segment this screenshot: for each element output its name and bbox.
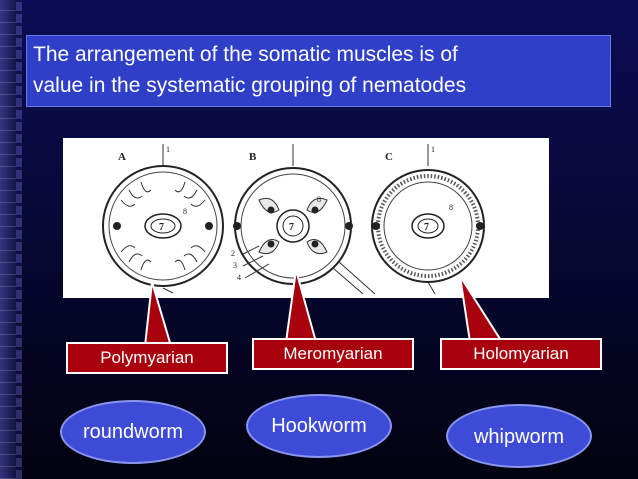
title-line-2: value in the systematic grouping of nema… xyxy=(33,74,467,97)
num-7-b: 7 xyxy=(289,222,294,233)
whipworm-text: whipworm xyxy=(473,426,565,448)
hookworm-text: Hookworm xyxy=(271,415,367,437)
left-decor-strip xyxy=(0,0,16,479)
left-decor-strip-inner xyxy=(16,0,22,479)
roundworm-text: roundworm xyxy=(82,421,184,443)
num-8-c: 8 xyxy=(449,203,453,212)
num-4-b: 4 xyxy=(237,273,241,282)
nematode-cross-section-figure: A 1 7 8 B xyxy=(63,138,549,298)
cross-section-drawing: A 1 7 8 B xyxy=(102,144,485,295)
holomyarian-pointer xyxy=(459,275,504,343)
hookworm-ellipse: Hookworm xyxy=(246,394,392,458)
section-c: C 1 7 8 xyxy=(371,144,485,295)
num-8-b: 8 xyxy=(317,195,321,204)
title-line-1: The arrangement of the somatic muscles i… xyxy=(33,43,458,66)
panel-a-letter: A xyxy=(118,151,126,163)
num-1-a: 1 xyxy=(166,145,170,154)
num-7-c: 7 xyxy=(424,222,429,233)
num-1-c: 1 xyxy=(431,145,435,154)
roundworm-ellipse: roundworm xyxy=(60,400,206,464)
num-2-b: 2 xyxy=(231,249,235,258)
panel-b-letter: B xyxy=(249,151,257,163)
section-b: B 7 8 2 3 4 xyxy=(231,144,376,295)
polymyarian-pointer xyxy=(143,281,173,347)
section-a: A 1 7 8 xyxy=(102,144,224,294)
num-8-a: 8 xyxy=(183,207,187,216)
slide-title: The arrangement of the somatic muscles i… xyxy=(26,35,611,107)
whipworm-ellipse: whipworm xyxy=(446,404,592,468)
panel-c-letter: C xyxy=(385,151,393,163)
meromyarian-pointer xyxy=(284,269,318,343)
holomyarian-label: Holomyarian xyxy=(440,338,602,370)
meromyarian-label: Meromyarian xyxy=(252,338,414,370)
polymyarian-label: Polymyarian xyxy=(66,342,228,374)
num-3-b: 3 xyxy=(233,261,237,270)
num-7-a: 7 xyxy=(159,222,164,233)
